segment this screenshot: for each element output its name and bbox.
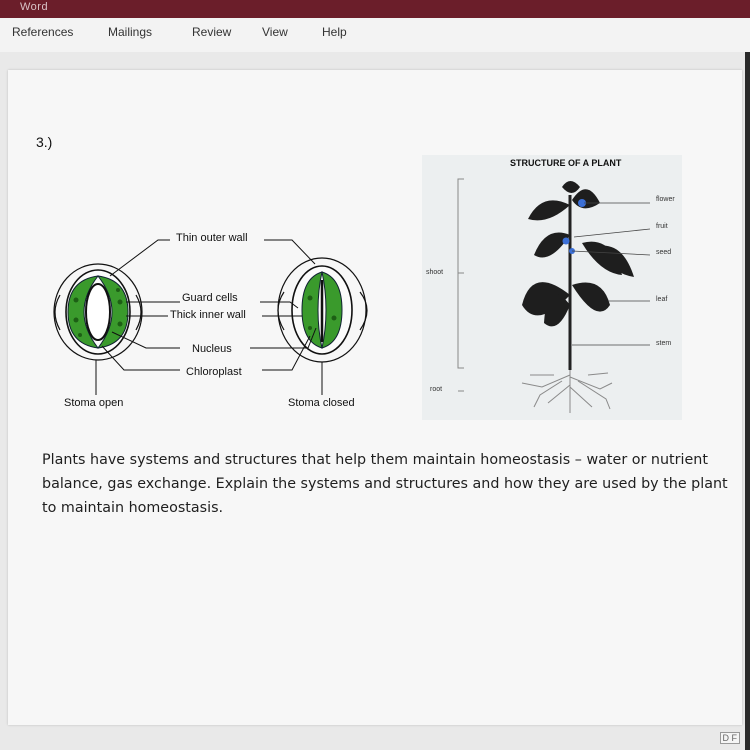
plant-diagram — [457, 178, 651, 413]
label-stoma-closed: Stoma closed — [288, 397, 355, 409]
plant-flower — [578, 199, 586, 207]
guard-cell-right-closed — [321, 271, 343, 349]
vertical-scrollbar[interactable] — [745, 52, 750, 750]
question-paragraph[interactable]: Plants have systems and structures that … — [42, 452, 728, 516]
tab-mailings[interactable]: Mailings — [108, 25, 153, 39]
label-guard-cells: Guard cells — [182, 292, 238, 304]
stoma-closed-figure — [277, 257, 368, 363]
status-corner-icon[interactable]: D F — [719, 732, 740, 744]
plant-label-seed: seed — [656, 249, 672, 256]
window-title: Word — [20, 1, 49, 13]
plant-label-flower: flower — [656, 196, 675, 203]
plant-title: STRUCTURE OF A PLANT — [510, 158, 622, 168]
label-chloroplast: Chloroplast — [186, 366, 242, 378]
plant-label-shoot: shoot — [426, 269, 444, 276]
guard-cell-right — [96, 275, 129, 349]
stoma-open-figure — [53, 263, 143, 361]
plant-label-fruit: fruit — [656, 223, 668, 230]
tab-review[interactable]: Review — [192, 25, 232, 39]
tab-references[interactable]: References — [12, 25, 74, 39]
tab-view[interactable]: View — [262, 25, 288, 39]
plant-label-root: root — [430, 386, 443, 393]
label-nucleus: Nucleus — [192, 343, 232, 355]
stoma-diagram — [53, 239, 368, 395]
label-thin-outer-wall: Thin outer wall — [176, 232, 248, 244]
ribbon-tabs: References Mailings Review View Help — [0, 18, 750, 53]
plant-roots — [521, 370, 613, 413]
tab-help[interactable]: Help — [322, 25, 347, 39]
question-number: 3.) — [36, 134, 53, 150]
label-thick-inner-wall: Thick inner wall — [170, 309, 246, 321]
plant-label-leaf: leaf — [656, 296, 668, 303]
label-stoma-open: Stoma open — [64, 397, 124, 409]
plant-label-stem: stem — [656, 340, 672, 347]
title-bar: Word — [0, 0, 750, 18]
